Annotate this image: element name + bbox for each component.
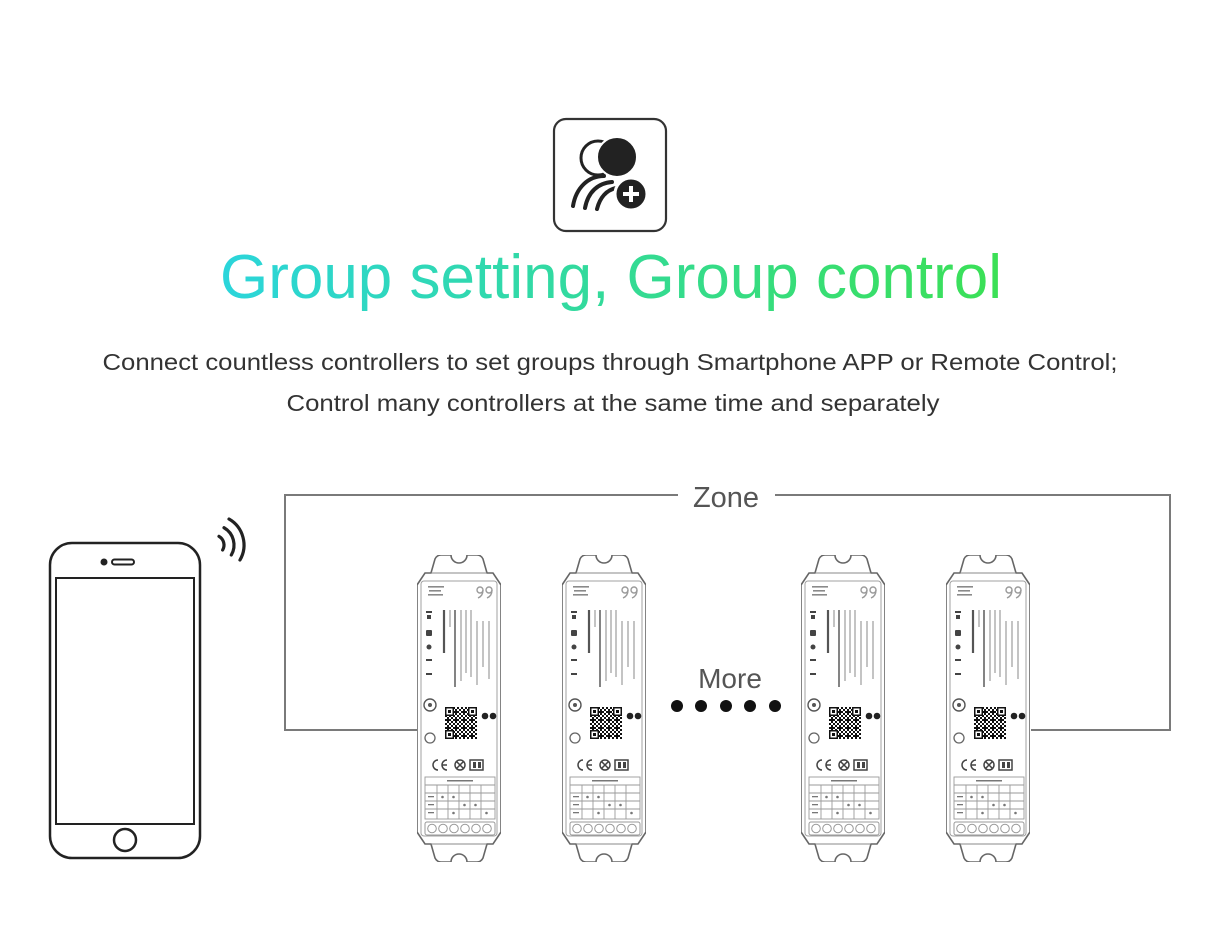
phone-camera [100,558,108,566]
led-controller-3 [801,555,885,862]
description-line-2: Control many controllers at the same tim… [287,390,941,416]
phone-home-button [112,827,138,853]
wireless-signal-icon [217,517,246,562]
zone-bracket-left [284,494,678,731]
group-add-icon-box [552,117,668,233]
zone-bracket [284,494,1171,731]
phone-speaker [111,558,135,566]
more-label: More [698,663,762,694]
zone-bracket-right [775,494,1171,731]
led-controller-4 [946,555,1030,862]
group-add-icon [571,136,649,212]
page-title: Group setting, Group control [220,243,1002,312]
more-ellipsis-dots [671,700,781,712]
smartphone-icon [48,541,202,860]
description-line-1: Connect countless controllers to set gro… [103,349,1118,375]
zone-label: Zone [693,482,759,514]
led-controller-1 [417,555,501,862]
led-controller-2 [562,555,646,862]
phone-screen [55,577,195,825]
